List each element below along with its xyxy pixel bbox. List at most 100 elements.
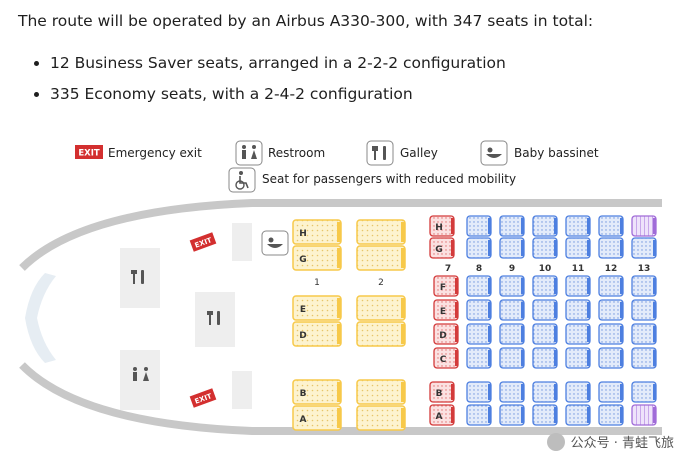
economy-seat-9C[interactable] xyxy=(499,347,525,369)
economy-seat-9B[interactable] xyxy=(499,381,525,403)
business-seat-1G[interactable]: G xyxy=(292,245,342,271)
economy-seat-11H[interactable] xyxy=(565,215,591,237)
economy-seat-11B[interactable] xyxy=(565,381,591,403)
economy-seat-13C[interactable] xyxy=(631,347,657,369)
economy-seat-8F[interactable] xyxy=(466,275,492,297)
wechat-logo-icon xyxy=(546,432,565,451)
economy-seat-8B[interactable] xyxy=(466,381,492,403)
economy-seat-8A[interactable] xyxy=(466,404,492,426)
economy-row-label: 8 xyxy=(476,264,482,274)
business-seat-1B[interactable]: B xyxy=(292,379,342,405)
economy-seat-9F[interactable] xyxy=(499,275,525,297)
business-seat-2A[interactable] xyxy=(356,405,406,431)
economy-seat-13B[interactable] xyxy=(631,381,657,403)
economy-seat-13D[interactable] xyxy=(631,323,657,345)
economy-seat-10C[interactable] xyxy=(532,347,558,369)
economy-seat-10D[interactable] xyxy=(532,323,558,345)
economy-seat-letter: H xyxy=(435,223,443,233)
economy-seat-7D[interactable]: D xyxy=(433,323,459,345)
economy-seat-10A[interactable] xyxy=(532,404,558,426)
economy-seat-7F[interactable]: F xyxy=(433,275,459,297)
business-seat-letter: D xyxy=(299,331,306,341)
config-item-economy: 335 Economy seats, with a 2-4-2 configur… xyxy=(50,83,506,105)
economy-seat-11E[interactable] xyxy=(565,299,591,321)
legend: EXIT Emergency exit Restroom Galley Baby… xyxy=(75,140,599,193)
economy-seat-10B[interactable] xyxy=(532,381,558,403)
business-seat-2D[interactable] xyxy=(356,321,406,347)
economy-seat-letter: C xyxy=(440,355,447,365)
legend-baby-bassinet: Baby bassinet xyxy=(514,146,599,160)
economy-seat-12C[interactable] xyxy=(598,347,624,369)
economy-seat-12F[interactable] xyxy=(598,275,624,297)
economy-seat-10H[interactable] xyxy=(532,215,558,237)
economy-seat-letter: F xyxy=(440,283,446,293)
economy-seat-12D[interactable] xyxy=(598,323,624,345)
business-seat-1D[interactable]: D xyxy=(292,321,342,347)
economy-seat-8G[interactable] xyxy=(466,237,492,259)
economy-seat-8C[interactable] xyxy=(466,347,492,369)
economy-row-label: 13 xyxy=(638,264,651,274)
baby-bassinet-icon xyxy=(480,140,508,166)
economy-seat-9A[interactable] xyxy=(499,404,525,426)
business-seat-2H[interactable] xyxy=(356,219,406,245)
economy-row-label: 7 xyxy=(445,264,451,274)
economy-seat-12A[interactable] xyxy=(598,404,624,426)
economy-seat-7C[interactable]: C xyxy=(433,347,459,369)
business-seat-letter: B xyxy=(300,389,307,399)
economy-seat-8D[interactable] xyxy=(466,323,492,345)
economy-seat-letter: A xyxy=(436,412,443,422)
economy-seat-7E[interactable]: E xyxy=(433,299,459,321)
galley-icon xyxy=(366,140,394,166)
economy-seat-11A[interactable] xyxy=(565,404,591,426)
economy-seat-9E[interactable] xyxy=(499,299,525,321)
economy-row-label: 11 xyxy=(572,264,585,274)
business-seat-2E[interactable] xyxy=(356,295,406,321)
economy-seat-13G[interactable] xyxy=(631,237,657,259)
business-seat-2B[interactable] xyxy=(356,379,406,405)
exit-badge xyxy=(75,145,103,159)
front-restroom xyxy=(120,350,160,410)
economy-seat-9D[interactable] xyxy=(499,323,525,345)
economy-seat-13A[interactable] xyxy=(631,404,657,426)
business-seat-letter: E xyxy=(300,305,306,315)
restroom-icon xyxy=(235,140,263,166)
economy-seat-11G[interactable] xyxy=(565,237,591,259)
economy-seat-11D[interactable] xyxy=(565,323,591,345)
economy-seat-9H[interactable] xyxy=(499,215,525,237)
economy-seat-11F[interactable] xyxy=(565,275,591,297)
legend-emergency-exit: Emergency exit xyxy=(108,146,202,160)
legend-restroom: Restroom xyxy=(268,146,325,160)
economy-seat-10G[interactable] xyxy=(532,237,558,259)
config-list: 12 Business Saver seats, arranged in a 2… xyxy=(30,52,506,114)
economy-seat-13F[interactable] xyxy=(631,275,657,297)
legend-galley: Galley xyxy=(400,146,438,160)
economy-seat-12G[interactable] xyxy=(598,237,624,259)
economy-seat-10F[interactable] xyxy=(532,275,558,297)
economy-seat-11C[interactable] xyxy=(565,347,591,369)
economy-seat-13H[interactable] xyxy=(631,215,657,237)
economy-seat-12E[interactable] xyxy=(598,299,624,321)
business-row-label: 1 xyxy=(314,278,320,288)
business-seat-1A[interactable]: A xyxy=(292,405,342,431)
economy-seat-8H[interactable] xyxy=(466,215,492,237)
business-seat-2G[interactable] xyxy=(356,245,406,271)
economy-seat-9G[interactable] xyxy=(499,237,525,259)
economy-seat-7H[interactable]: H xyxy=(429,215,455,237)
economy-seat-12H[interactable] xyxy=(598,215,624,237)
economy-seat-7G[interactable]: G xyxy=(429,237,455,259)
economy-seat-7A[interactable]: A xyxy=(429,404,455,426)
business-seat-letter: A xyxy=(300,415,307,425)
closet-top xyxy=(232,223,252,261)
economy-seat-7B[interactable]: B xyxy=(429,381,455,403)
business-seat-1E[interactable]: E xyxy=(292,295,342,321)
mid-galley xyxy=(195,292,235,347)
economy-seat-13E[interactable] xyxy=(631,299,657,321)
closet-bottom xyxy=(232,371,252,409)
economy-seat-letter: B xyxy=(436,389,443,399)
business-seat-1H[interactable]: H xyxy=(292,219,342,245)
economy-row-label: 12 xyxy=(605,264,618,274)
economy-seat-letter: D xyxy=(439,331,446,341)
economy-seat-12B[interactable] xyxy=(598,381,624,403)
economy-seat-8E[interactable] xyxy=(466,299,492,321)
economy-seat-10E[interactable] xyxy=(532,299,558,321)
